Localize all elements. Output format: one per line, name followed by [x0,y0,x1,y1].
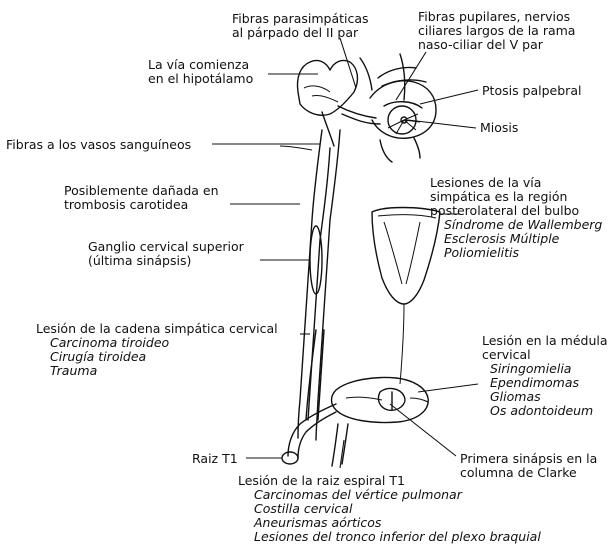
cord-detail [346,397,428,402]
fibers-to-eye [338,106,380,124]
t1-root-stump [282,452,298,464]
label-cadena-title: Lesión de la cadena simpática cervical [36,322,278,336]
label-medula-item2: Ependimomas [482,376,608,390]
label-carotidea-line2: trombosis carotidea [64,198,219,212]
vessel-branch [280,146,312,150]
label-medula-line2: cervical [482,348,608,362]
label-medula-line1: Lesión en la médula [482,334,608,348]
label-raiz: Raiz T1 [192,452,238,466]
label-bulbo-item1: Síndrome de Wallemberg [430,218,602,232]
label-pupilares-line1: Fibras pupilares, nervios [418,10,575,24]
label-bulbo-line1: Lesiones de la vía [430,176,602,190]
label-medula: Lesión en la médula cervical Siringomiel… [482,334,608,418]
label-bulbo: Lesiones de la vía simpática es la regió… [430,176,602,260]
leader-pupilares [396,52,426,100]
rami [332,424,348,466]
carotid-plexus-top [322,112,334,146]
hypothalamus-detail [304,86,338,102]
label-cadena-item2: Cirugía tiroidea [36,350,278,364]
label-pupilares-line2: ciliares largos de la rama [418,24,575,38]
leader-parasimpaticas [340,38,356,88]
label-cadena-item3: Trauma [36,364,278,378]
facial-lines [380,138,420,162]
label-clarke-line1: Primera sinápsis en la [460,452,597,466]
label-bulbo-line2: simpática es la región [430,190,602,204]
label-parasimpaticas-line2: al párpado del II par [232,26,369,40]
label-espiral-item3: Aneurismas aórticos [238,516,541,530]
t1-root-outer [288,404,336,458]
label-medula-item3: Gliomas [482,390,608,404]
label-pupilares-line3: naso-ciliar del V par [418,38,575,52]
brainstem-descent [400,304,404,384]
label-ganglio-line2: (última sinápsis) [88,254,244,268]
label-ptosis: Ptosis palpebral [482,84,581,98]
leader-miosis [408,120,476,128]
label-miosis: Miosis [480,121,518,135]
label-espiral-title: Lesión de la raiz espiral T1 [238,474,541,488]
label-carotidea-line1: Posiblemente dañada en [64,184,219,198]
label-bulbo-line3: posterolateral del bulbo [430,204,602,218]
label-carotidea: Posiblemente dañada en trombosis carotid… [64,184,219,212]
eyelid-ptosis [384,102,422,108]
label-pupilares: Fibras pupilares, nervios ciliares largo… [418,10,575,52]
label-espiral: Lesión de la raiz espiral T1 Carcinomas … [238,474,541,544]
leader-ptosis [420,90,478,104]
label-espiral-item2: Costilla cervical [238,502,541,516]
label-hipotalamo: La vía comienza en el hipotálamo [148,58,253,86]
label-espiral-item4: Lesiones del tronco inferior del plexo b… [238,530,541,544]
hypothalamus-outline [298,60,358,115]
label-hipotalamo-line1: La vía comienza [148,58,253,72]
label-medula-item1: Siringomielia [482,362,608,376]
label-parasimpaticas-line1: Fibras parasimpáticas [232,12,369,26]
label-cadena: Lesión de la cadena simpática cervical C… [36,322,278,378]
leader-medula [418,384,478,392]
label-ganglio: Ganglio cervical superior (última sináps… [88,240,244,268]
label-cadena-item1: Carcinoma tiroideo [36,336,278,350]
label-bulbo-item3: Poliomielitis [430,246,602,260]
medulla-detail [378,215,436,284]
label-bulbo-item2: Esclerosis Múltiple [430,232,602,246]
label-vasos: Fibras a los vasos sanguíneos [6,138,191,152]
gray-matter [378,389,404,411]
label-hipotalamo-line2: en el hipotálamo [148,72,253,86]
label-espiral-item1: Carcinomas del vértice pulmonar [238,488,541,502]
frontal-branch [360,58,372,90]
label-ganglio-line1: Ganglio cervical superior [88,240,244,254]
label-parasimpaticas: Fibras parasimpáticas al párpado del II … [232,12,369,40]
label-medula-item4: Os adontoideum [482,404,608,418]
superior-cervical-ganglion [310,226,322,294]
